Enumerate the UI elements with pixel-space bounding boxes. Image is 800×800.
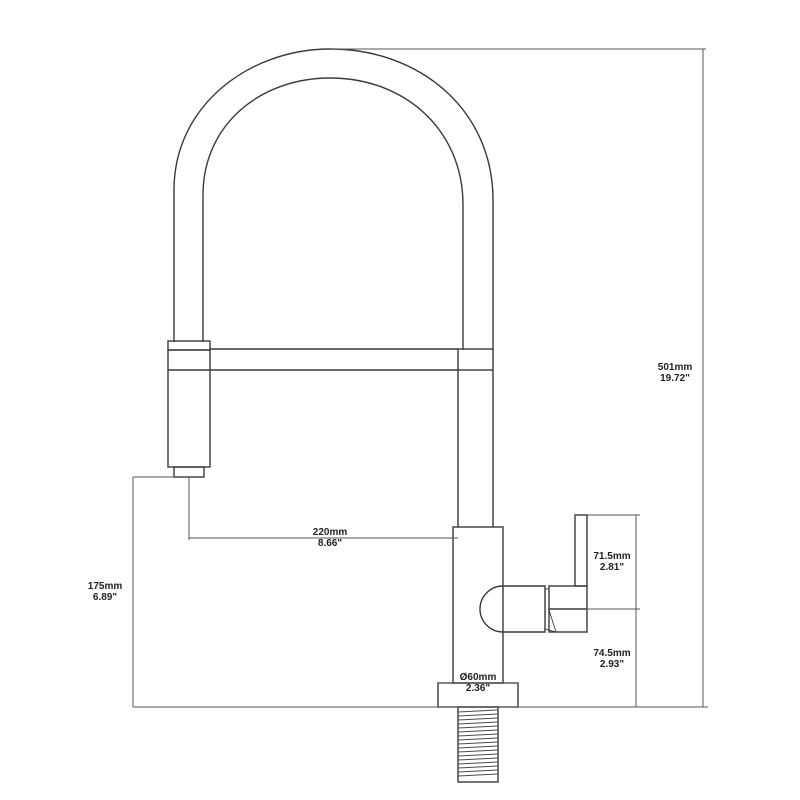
spout-inner-arc (202, 77, 464, 350)
thread-lines (457, 709, 499, 777)
sprayer-nozzle (173, 466, 205, 478)
faucet-body (452, 526, 504, 684)
overall-height-label: 501mm 19.72" (657, 362, 693, 384)
reach-label: 220mm 8.66" (312, 527, 348, 549)
handle-neck (544, 588, 557, 633)
handle-lever (574, 514, 588, 587)
base-diameter-label: Ø60mm 2.36" (459, 672, 497, 694)
handle-height-label: 71.5mm 2.81" (593, 551, 631, 573)
sprayer-head (167, 349, 211, 468)
handle-knob (479, 585, 546, 633)
handle-axis-label: 74.5mm 2.93" (593, 648, 631, 670)
holder-collar (457, 348, 494, 371)
spout-outer-arc (173, 48, 494, 350)
clearance-label: 175mm 6.89" (87, 581, 123, 603)
sprayer-collar (167, 340, 211, 351)
